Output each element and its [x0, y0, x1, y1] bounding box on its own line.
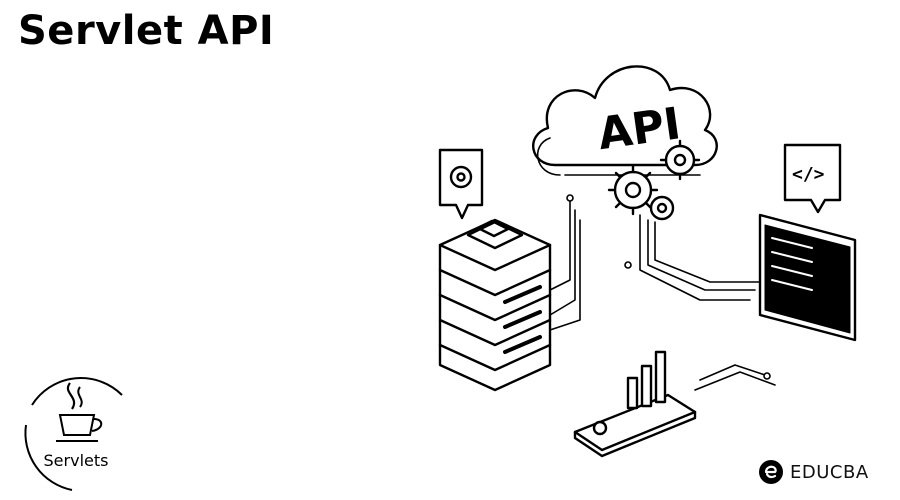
brand-name: EDUCBA: [790, 461, 869, 483]
page-title: Servlet API: [18, 8, 275, 54]
code-bubble-icon: [783, 143, 842, 214]
servlets-badge: Servlets: [12, 365, 140, 493]
educba-brand: EDUCBA: [758, 455, 869, 489]
servlets-label: Servlets: [43, 451, 109, 470]
settings-bubble-icon: [438, 148, 484, 220]
gear-icon: [659, 139, 701, 181]
bar-chart-icon: [592, 350, 667, 436]
api-illustration: API: [438, 65, 857, 458]
monitor-icon: [758, 213, 857, 342]
gear-icon: [607, 164, 659, 216]
circuit-lines: [549, 194, 776, 391]
cloud-icon: [532, 65, 718, 176]
java-cup-icon: [24, 377, 123, 491]
calculator-icon: [466, 219, 524, 250]
gear-icon: [649, 195, 675, 221]
educba-logo-icon: [759, 460, 783, 484]
code-badge-label: </>: [792, 164, 825, 185]
